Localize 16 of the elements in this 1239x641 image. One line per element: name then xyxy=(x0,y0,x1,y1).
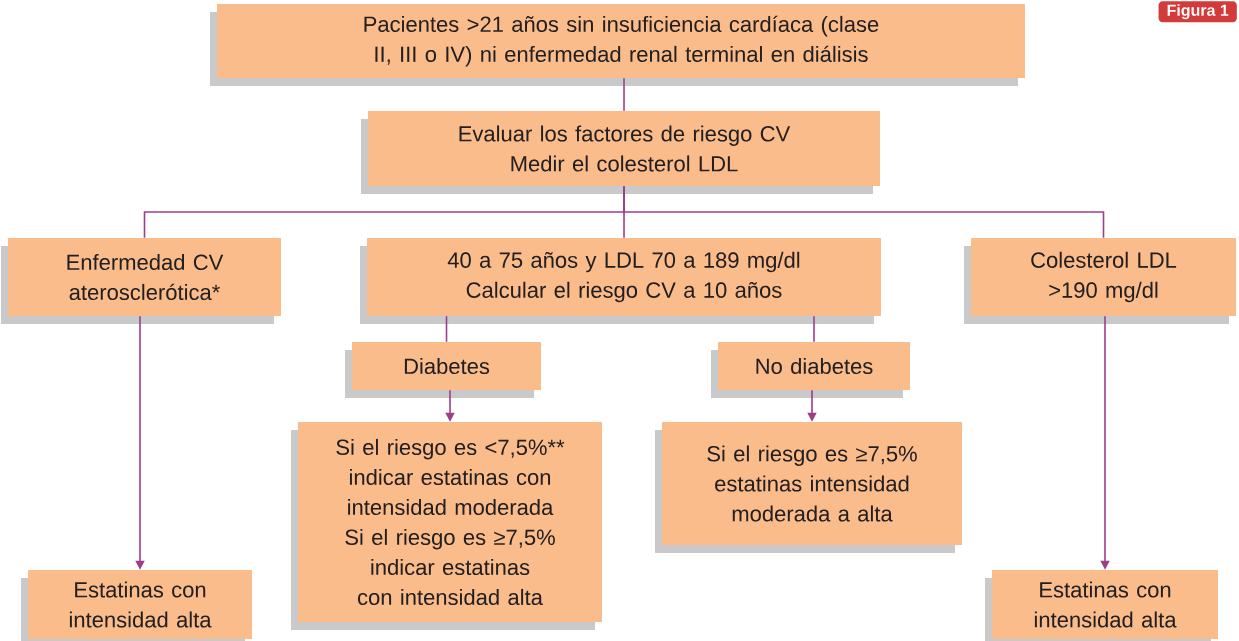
process-box: Pacientes >21 años sin insuficiencia cardíaca (clase II, III o IV) ni enfermedad renal terminal en diálisis xyxy=(210,4,1025,86)
process-box: 40 a 75 años y LDL 70 a 189 mg/dl Calcular el riesgo CV a 10 años xyxy=(360,238,881,324)
process-box: Colesterol LDL >190 mg/dl xyxy=(964,238,1236,324)
process-box: Diabetes xyxy=(345,342,541,398)
process-box: Estatinas con intensidad alta xyxy=(985,570,1218,641)
process-box: Si el riesgo es ≥7,5% estatinas intensidad moderada a alta xyxy=(655,422,962,553)
connector-line xyxy=(813,315,815,343)
connector-line xyxy=(445,315,448,343)
connector-line xyxy=(623,185,1105,239)
process-box: Evaluar los factores de riesgo CV Medir el colesterol LDL xyxy=(361,111,880,194)
process-box: Enfermedad CV aterosclerótica* xyxy=(1,238,281,324)
process-box: No diabetes xyxy=(711,342,910,398)
process-box: Si el riesgo es <7,5%** indicar estatinas con intensidad moderada Si el riesgo es ≥7,5% indicar estatinas con intensidad alta xyxy=(291,422,602,630)
process-box: Estatinas con intensidad alta xyxy=(21,570,252,641)
figure-tag: Figura 1 xyxy=(1158,1,1237,23)
connector-line xyxy=(623,77,625,112)
